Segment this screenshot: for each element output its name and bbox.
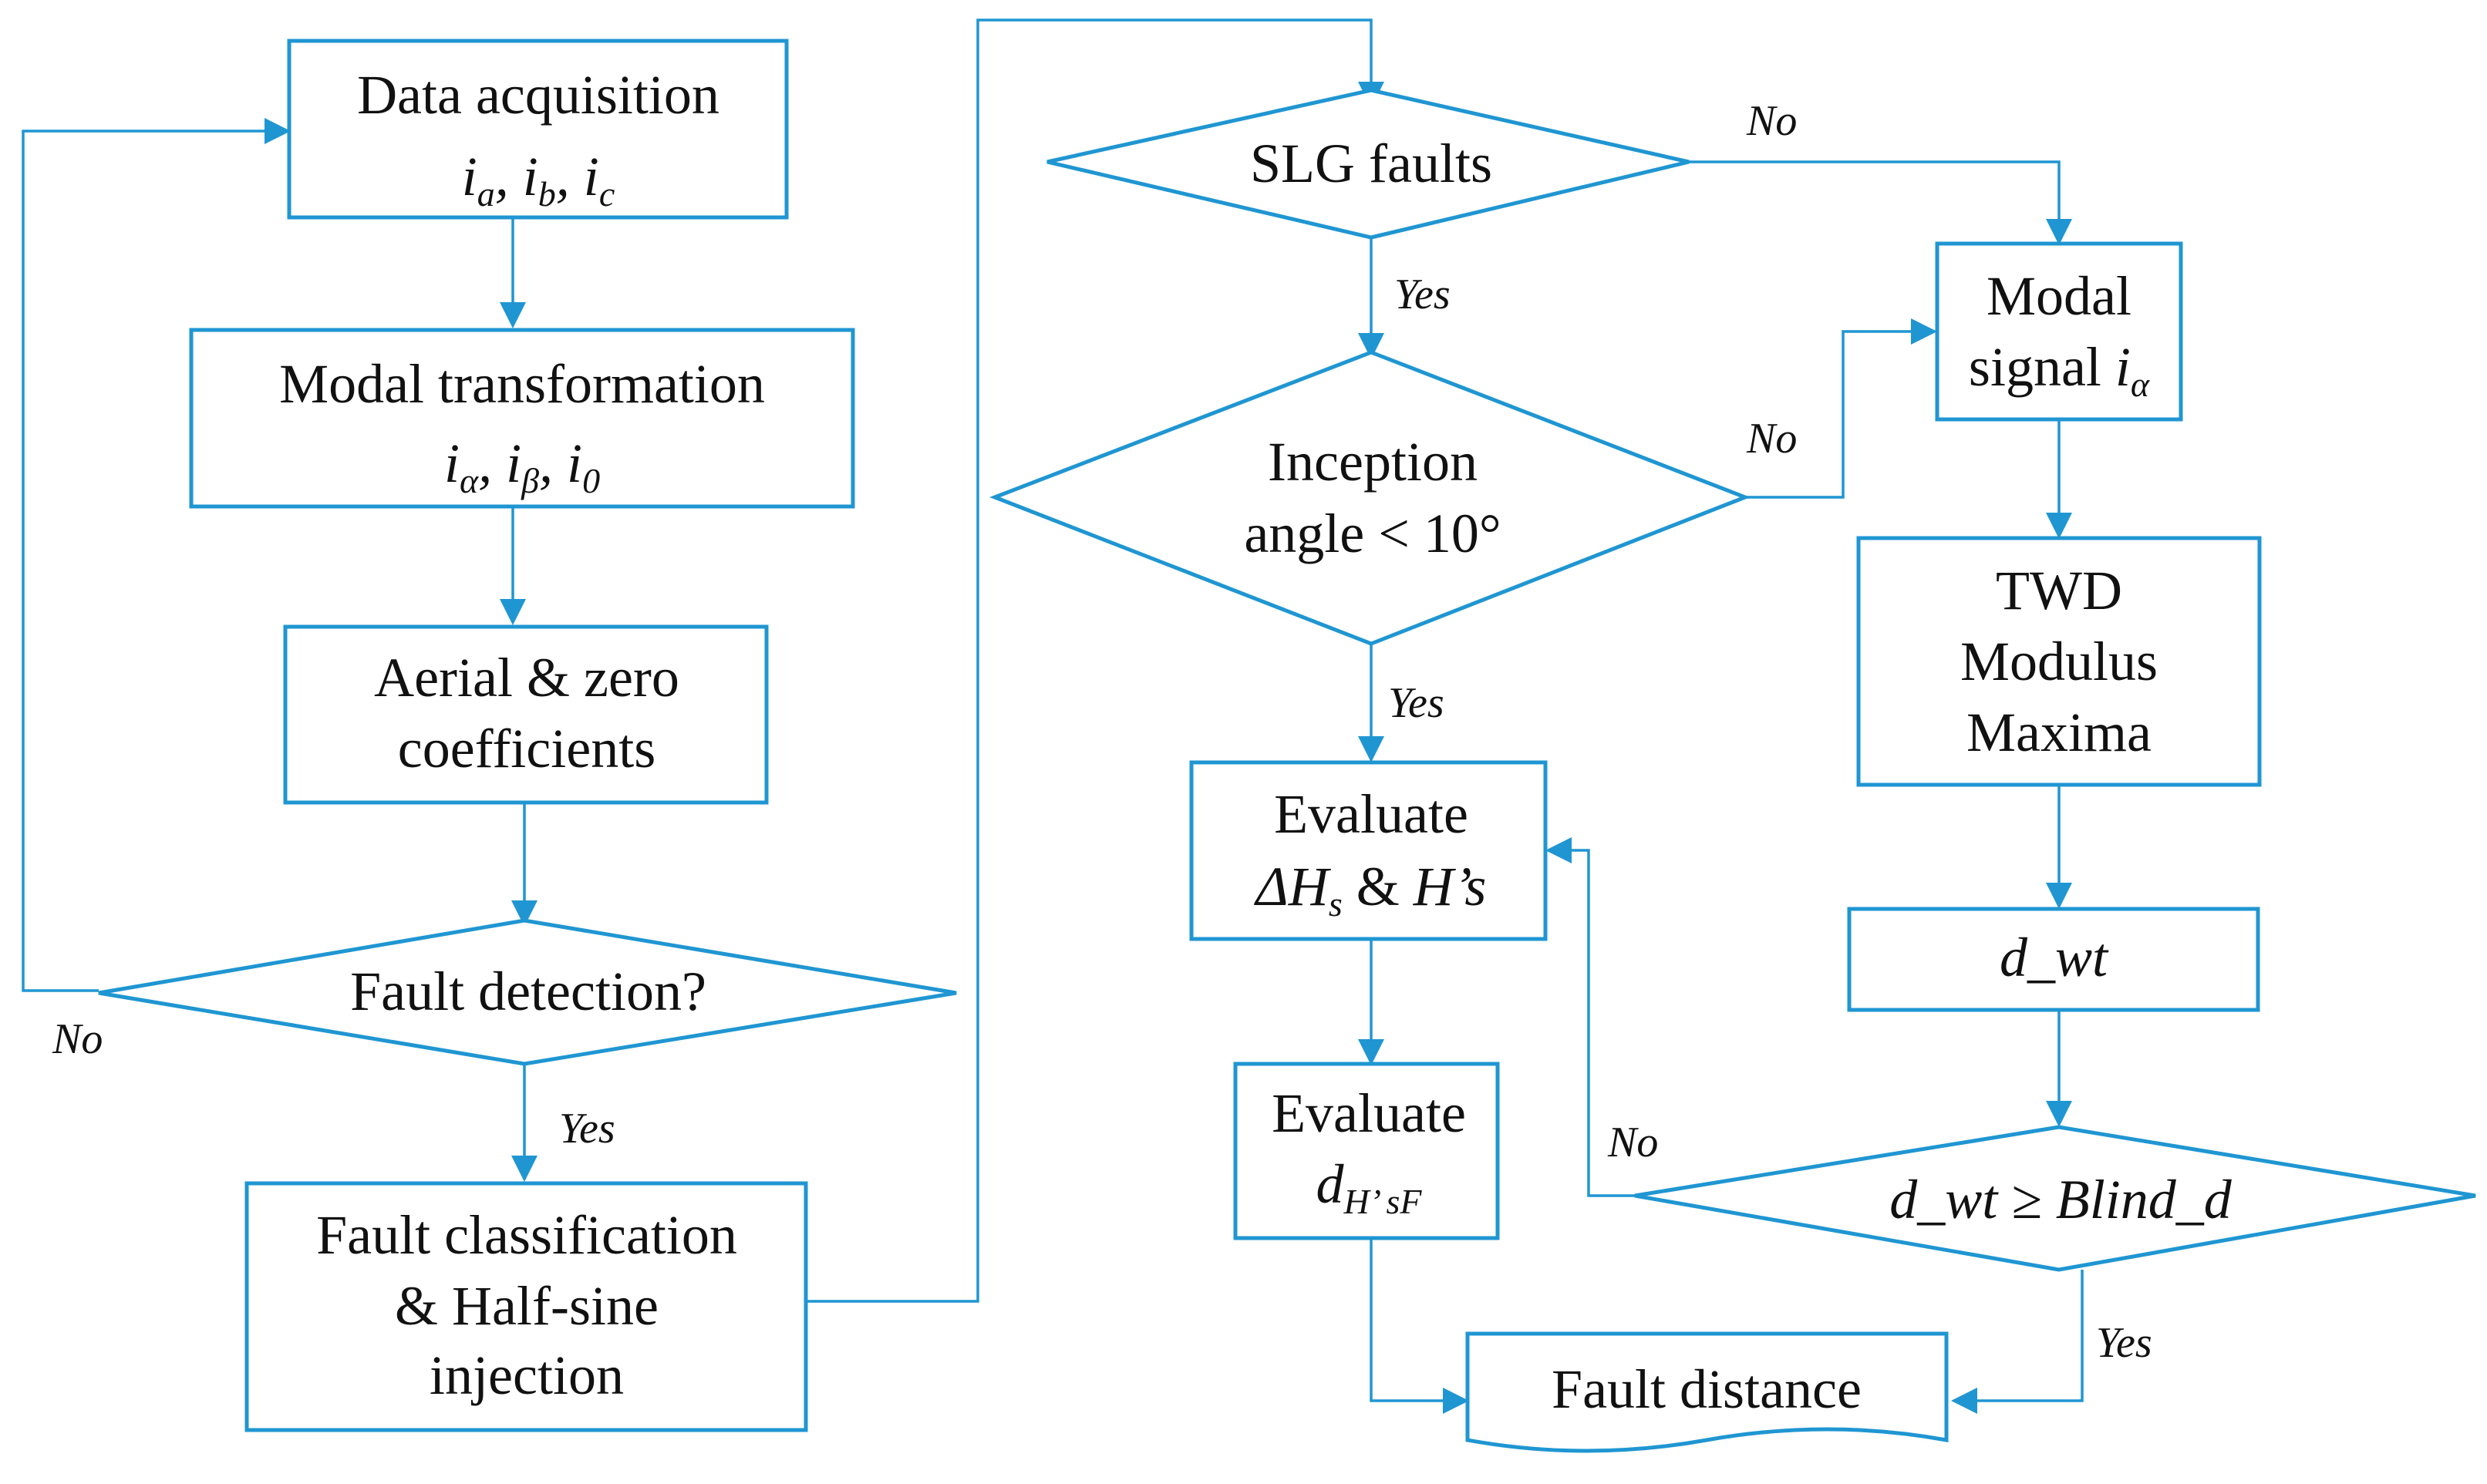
label-inception-yes: Yes (1388, 679, 1444, 727)
node-evaluate-distance: Evaluate dH’ sF (1233, 1062, 1500, 1240)
arrowhead-aerial (500, 599, 526, 625)
arrowhead-faultdist-right (1951, 1388, 1977, 1414)
node-slg-faults: SLG faults (1046, 88, 1690, 240)
arrowhead-faultdist-left (1443, 1388, 1469, 1414)
arrowhead-blind (2046, 1101, 2072, 1127)
arrowhead-modalsig-left (1911, 318, 1937, 345)
modal-signal-line1: Modal (1987, 265, 2131, 327)
node-fault-distance: Fault distance (1465, 1331, 1949, 1453)
edge-class-to-slg (806, 19, 1373, 1303)
arrowhead-class (511, 1156, 538, 1182)
node-fault-classification: Fault classification & Half-sine injecti… (244, 1181, 808, 1432)
arrowhead-inception (1358, 333, 1384, 359)
twd-line3: Maxima (1966, 702, 2152, 763)
modal-transformation-title: Modal transformation (279, 353, 765, 415)
blind-distance-diamond (1634, 1125, 2476, 1272)
label-fault-detection-no: No (52, 1015, 103, 1063)
label-inception-no: No (1746, 415, 1797, 463)
edge-slg-no-to-modalsig (1689, 160, 2061, 227)
modal-signal-box (1935, 241, 2183, 422)
evaluate-entropy-line1: Evaluate (1274, 783, 1468, 845)
node-evaluate-entropy: Evaluate ΔHs & H’s (1189, 760, 1548, 941)
aerial-zero-line2: coefficients (398, 718, 656, 779)
fault-detection-text: Fault detection? (350, 961, 706, 1022)
arrowhead-dwt (2046, 883, 2072, 909)
modal-signal-line2: signal iα (1969, 336, 2150, 404)
twd-box (1856, 536, 2262, 787)
label-slg-yes: Yes (1394, 271, 1451, 318)
node-aerial-zero: Aerial & zero coefficients (283, 624, 769, 805)
edge-inception-no-to-modalsig (1745, 330, 1916, 499)
node-data-acquisition: Data acquisition ia, ib, ic (287, 39, 789, 220)
arrowhead-faultdet (511, 900, 538, 927)
node-d-wt: d_wt (1847, 907, 2260, 1012)
data-acquisition-box (287, 39, 789, 220)
label-fault-detection-yes: Yes (559, 1105, 615, 1153)
data-acquisition-formula: ia, ib, ic (462, 146, 615, 214)
node-fault-detection: Fault detection? (98, 918, 957, 1066)
edge-blind-no-to-eval1 (1561, 849, 1635, 1197)
connectors (22, 19, 2084, 1402)
d-wt-text: d_wt (2000, 927, 2109, 988)
inception-angle-line1: Inception (1268, 431, 1478, 493)
edge-labels: No Yes No Yes No Yes No Yes (52, 97, 2152, 1367)
arrowhead-modaltr (500, 302, 526, 328)
evaluate-entropy-line2: ΔHs & H’s (1254, 856, 1487, 924)
edge-eval2-to-faultdist (1370, 1238, 1446, 1402)
node-modal-transformation: Modal transformation iα, iβ, i0 (189, 328, 855, 509)
arrowhead-modalsig-top (2046, 219, 2072, 245)
modal-transformation-formula: iα, iβ, i0 (444, 432, 600, 500)
fault-classification-line3: injection (430, 1344, 624, 1406)
fault-distance-text: Fault distance (1552, 1358, 1862, 1420)
inception-angle-line2: angle < 10° (1244, 503, 1501, 564)
fault-distance-document-shape (1465, 1331, 1949, 1453)
slg-faults-text: SLG faults (1250, 133, 1492, 194)
arrowhead-eval1-top (1358, 736, 1384, 762)
arrowhead-twd (2046, 513, 2072, 539)
fault-detection-diamond (98, 918, 957, 1066)
evaluate-distance-line1: Evaluate (1272, 1082, 1466, 1144)
aerial-zero-box (283, 624, 769, 805)
evaluate-entropy-box (1189, 760, 1548, 941)
label-blind-no: No (1607, 1119, 1658, 1166)
data-acquisition-title: Data acquisition (357, 64, 719, 126)
arrowhead-dataacq (265, 118, 291, 144)
inception-angle-diamond (989, 350, 1751, 646)
twd-line2: Modulus (1960, 631, 2158, 692)
edge-faultdet-no-loop (22, 130, 270, 992)
node-blind-distance: d_wt ≥ Blind_d (1634, 1125, 2476, 1272)
node-twd-modulus-maxima: TWD Modulus Maxima (1856, 536, 2262, 787)
arrowhead-eval2 (1358, 1039, 1384, 1065)
label-blind-yes: Yes (2096, 1319, 2152, 1367)
label-slg-no: No (1746, 97, 1797, 145)
node-inception-angle: Inception angle < 10° (989, 350, 1751, 646)
blind-distance-text: d_wt ≥ Blind_d (1889, 1169, 2233, 1230)
slg-faults-diamond (1046, 88, 1690, 240)
twd-line1: TWD (1996, 560, 2122, 621)
d-wt-box (1847, 907, 2260, 1012)
evaluate-distance-line2: dH’ sF (1316, 1153, 1423, 1221)
modal-transformation-box (189, 328, 855, 509)
fault-classification-line1: Fault classification (316, 1204, 737, 1266)
aerial-zero-line1: Aerial & zero (374, 647, 679, 708)
arrowhead-eval1-right (1545, 837, 1572, 863)
node-modal-signal: Modal signal iα (1935, 241, 2183, 422)
fault-classification-box (244, 1181, 808, 1432)
edge-blind-yes-to-faultdist (1974, 1270, 2084, 1402)
evaluate-distance-box (1233, 1062, 1500, 1240)
fault-classification-line2: & Half-sine (395, 1275, 659, 1337)
arrowheads (265, 82, 2072, 1414)
